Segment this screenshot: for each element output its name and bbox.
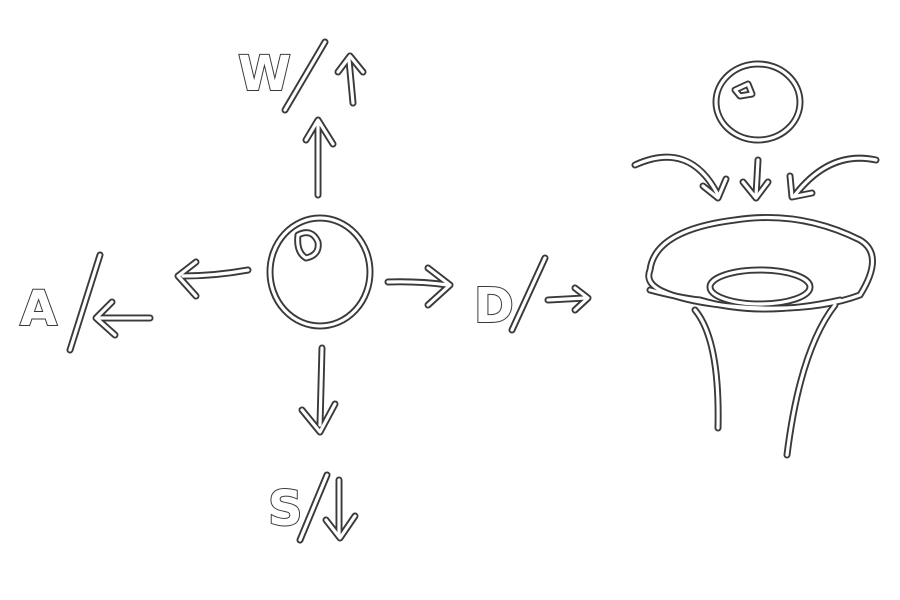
funnel-ball-icon — [716, 64, 800, 140]
key-a-label: A — [20, 281, 57, 337]
key-label-arrows — [96, 56, 588, 538]
ball-icon — [270, 218, 370, 326]
key-w-label: W — [238, 46, 291, 102]
key-d-label: D — [474, 278, 514, 334]
direction-up-arrow-icon — [306, 120, 333, 195]
direction-left-arrow-icon — [178, 262, 248, 296]
funnel-icon — [649, 218, 873, 456]
direction-down-arrow-icon — [302, 348, 335, 432]
key-s-label: S — [268, 481, 303, 537]
funnel-arrows-icon — [635, 157, 876, 198]
direction-right-arrow-icon — [388, 268, 450, 305]
